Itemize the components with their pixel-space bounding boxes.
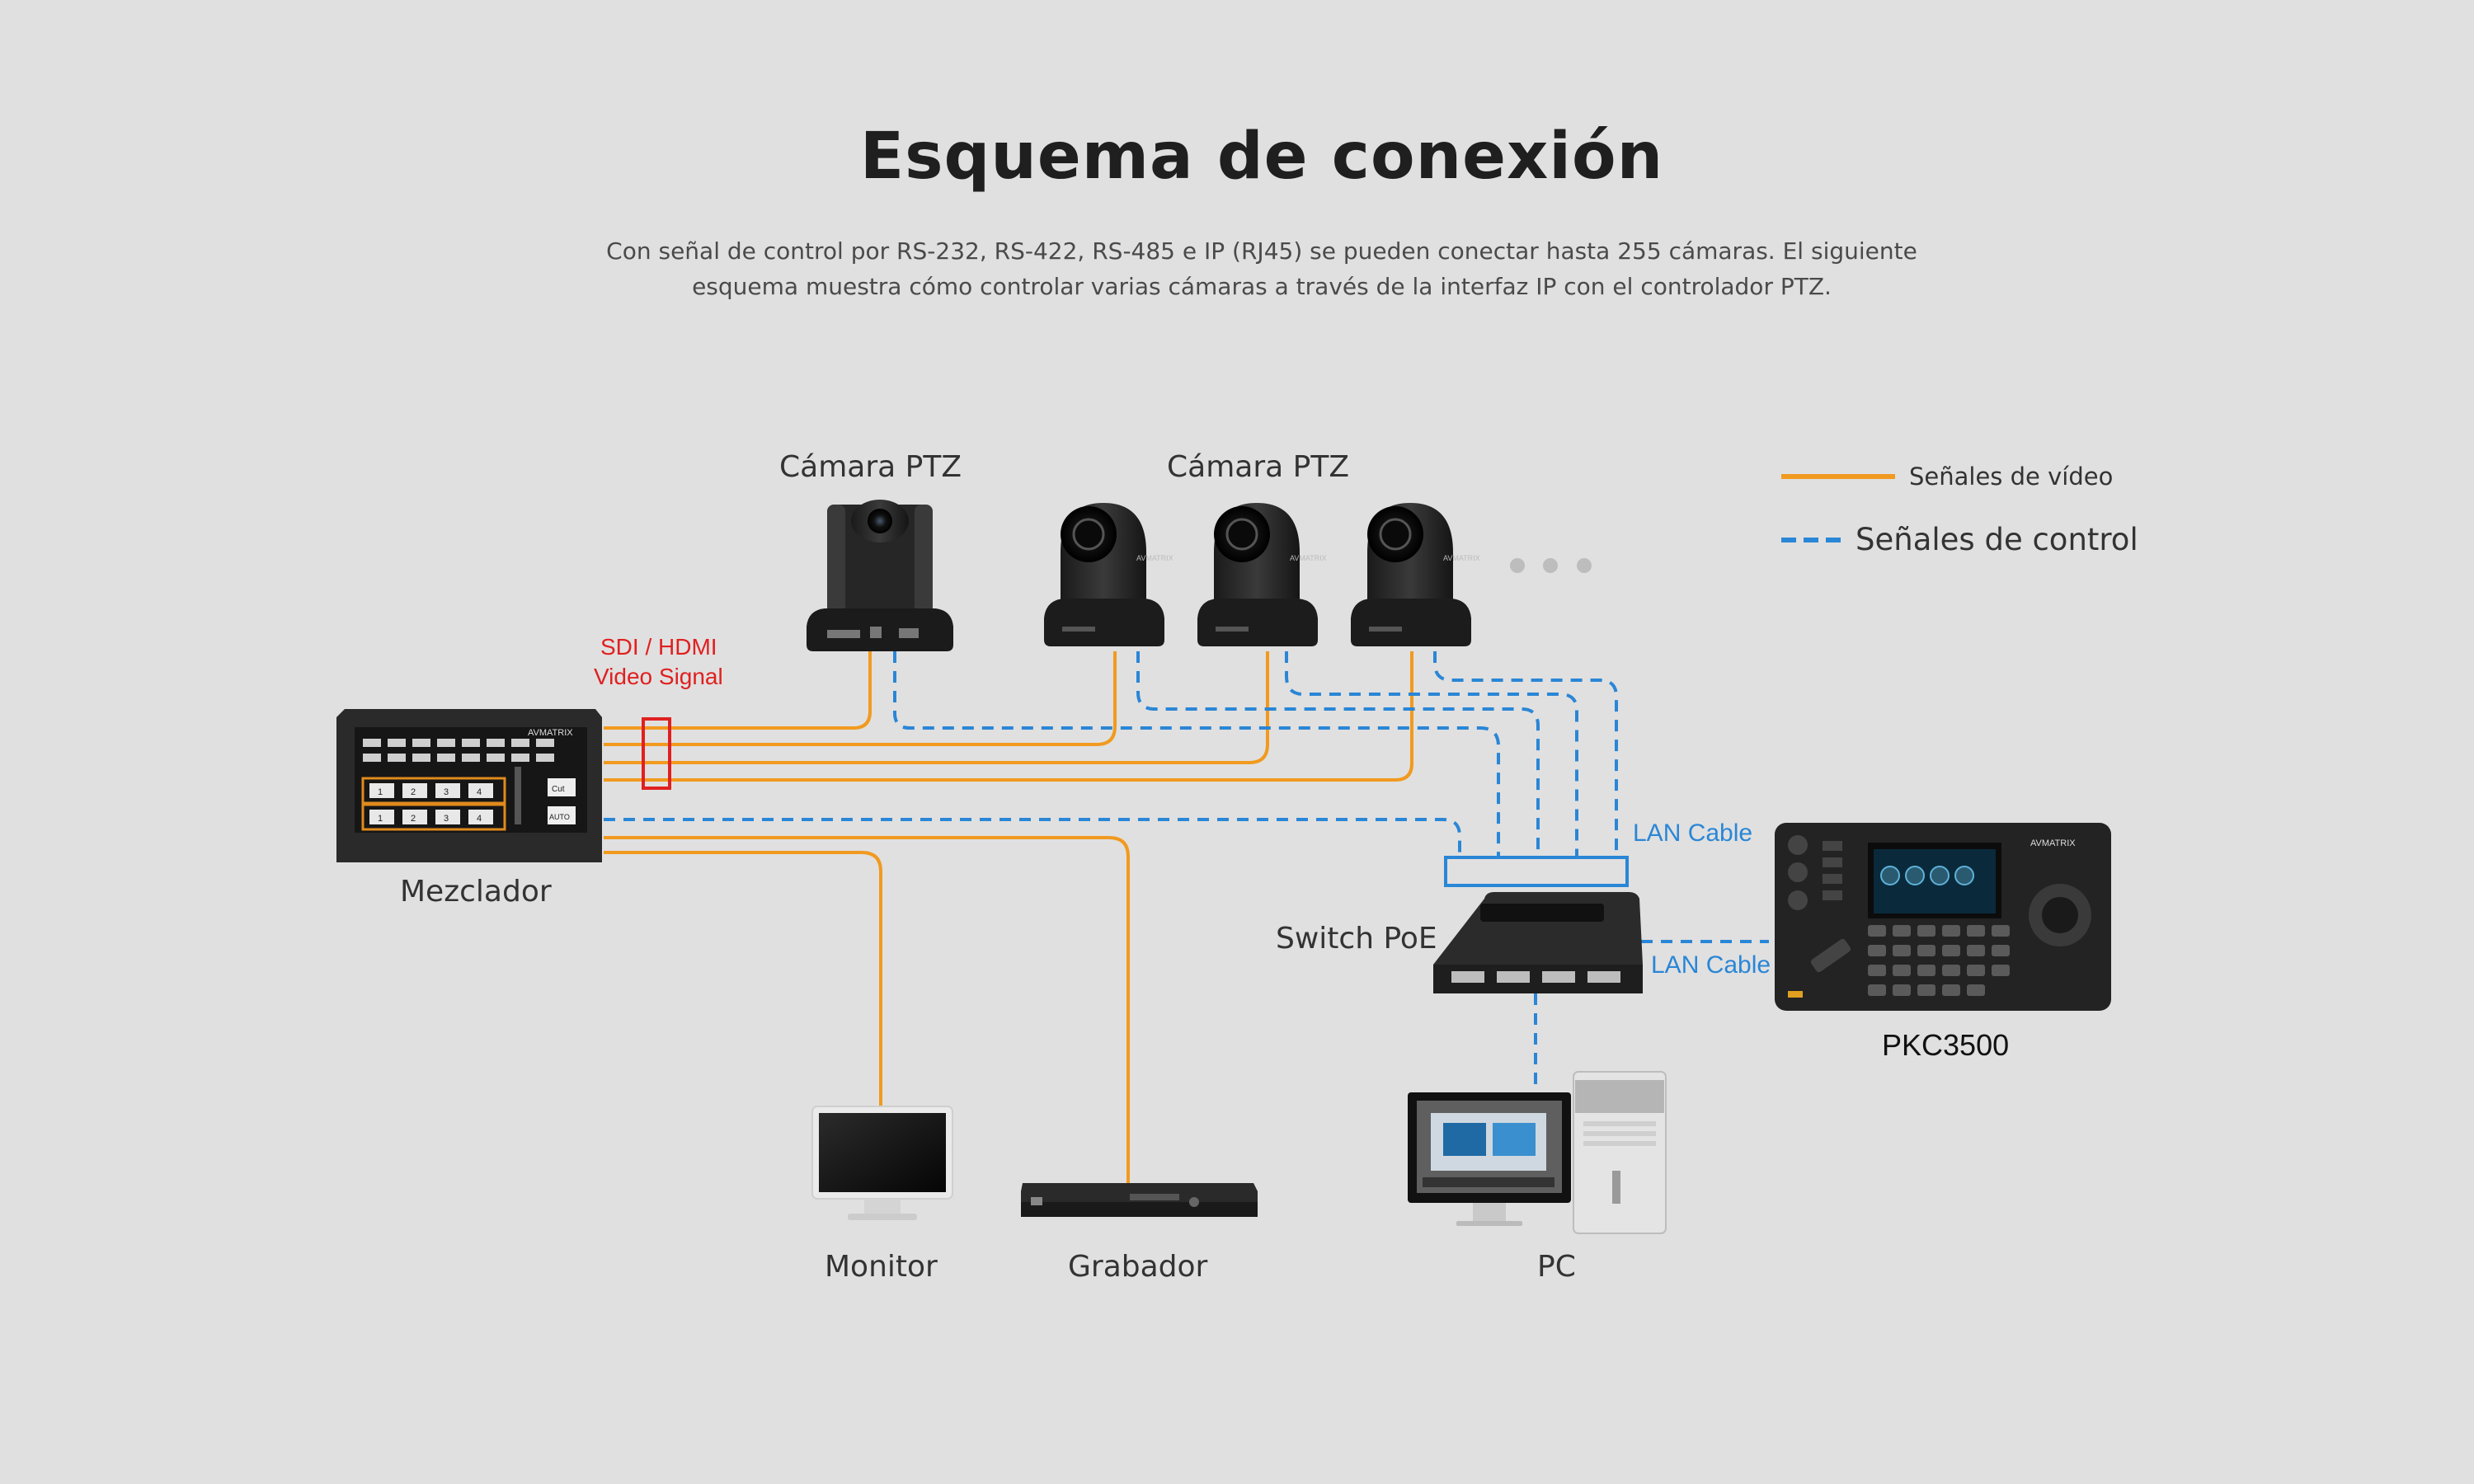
mixer-brand: AVMATRIX — [528, 728, 573, 738]
control-line-camera-2 — [1136, 651, 1540, 859]
camera-4-brand: AVMATRIX — [1443, 554, 1480, 562]
video-signal-lines — [604, 651, 1413, 1183]
recorder — [1021, 1183, 1258, 1217]
poe-switch — [1433, 892, 1643, 993]
camera-3-brand: AVMATRIX — [1290, 554, 1327, 562]
control-line-camera-1 — [893, 651, 1500, 859]
page-subtitle-line-1: Con señal de control por RS-232, RS-422,… — [606, 237, 1917, 265]
video-line-camera-3 — [604, 651, 1269, 764]
svg-text:3: 3 — [444, 814, 449, 824]
ptz-camera-3: AVMATRIX — [1197, 503, 1327, 646]
pc-label: PC — [1537, 1250, 1576, 1284]
mixer-label: Mezclador — [400, 875, 552, 909]
ptz-camera-4: AVMATRIX — [1351, 503, 1480, 646]
svg-text:1: 1 — [378, 814, 383, 824]
video-line-monitor — [604, 851, 882, 1109]
monitor-label: Monitor — [825, 1250, 938, 1284]
control-line-camera-3 — [1285, 651, 1578, 859]
controller-label: PKC3500 — [1882, 1028, 2009, 1062]
svg-text:2: 2 — [411, 814, 416, 824]
switch-label: Switch PoE — [1276, 922, 1437, 956]
video-line-camera-1 — [604, 651, 872, 730]
monitor — [811, 1106, 953, 1220]
lan-port-highlight — [1444, 856, 1629, 887]
page-subtitle-line-2: esquema muestra cómo controlar varias cá… — [692, 273, 1832, 300]
video-line-recorder — [604, 836, 1130, 1183]
legend-video-label: Señales de vídeo — [1909, 463, 2113, 491]
page-title: Esquema de conexión — [859, 120, 1664, 194]
lan-cable-top-label: LAN Cable — [1633, 819, 1752, 847]
controller-brand: AVMATRIX — [2030, 838, 2076, 848]
more-cameras-ellipsis-icon — [1510, 558, 1592, 573]
legend: Señales de vídeo Señales de control — [1781, 463, 2138, 557]
svg-text:4: 4 — [477, 814, 482, 824]
svg-text:4: 4 — [477, 787, 482, 797]
svg-text:2: 2 — [411, 787, 416, 797]
ptz-controller: AVMATRIX — [1775, 823, 2111, 1011]
signal-label-line-2: Video Signal — [594, 664, 723, 689]
video-line-camera-4 — [604, 651, 1413, 782]
camera-2-brand: AVMATRIX — [1136, 554, 1174, 562]
mixer-auto-key: AUTO — [549, 813, 570, 821]
control-signal-lines — [604, 651, 1769, 1097]
signal-highlight-box — [642, 717, 671, 790]
camera-group-label: Cámara PTZ — [1167, 450, 1349, 484]
mixer-cut-key: Cut — [552, 785, 565, 794]
ptz-camera-2: AVMATRIX — [1044, 503, 1174, 646]
control-line-camera-4 — [1433, 651, 1618, 859]
camera-single-label: Cámara PTZ — [779, 450, 962, 484]
control-line-mixer — [604, 818, 1461, 859]
pc-workstation — [1408, 1071, 1667, 1234]
svg-text:1: 1 — [378, 787, 383, 797]
lan-cable-right-label: LAN Cable — [1651, 951, 1771, 979]
video-line-camera-2 — [604, 651, 1117, 746]
legend-control-label: Señales de control — [1856, 522, 2138, 557]
ptz-camera-1 — [807, 500, 953, 651]
video-mixer: AVMATRIX 1 2 3 4 1 2 3 4 Cut AUTO — [336, 709, 602, 862]
recorder-label: Grabador — [1068, 1250, 1208, 1284]
signal-label-line-1: SDI / HDMI — [600, 634, 717, 660]
camera-1-lens-icon — [868, 509, 892, 533]
svg-text:3: 3 — [444, 787, 449, 797]
